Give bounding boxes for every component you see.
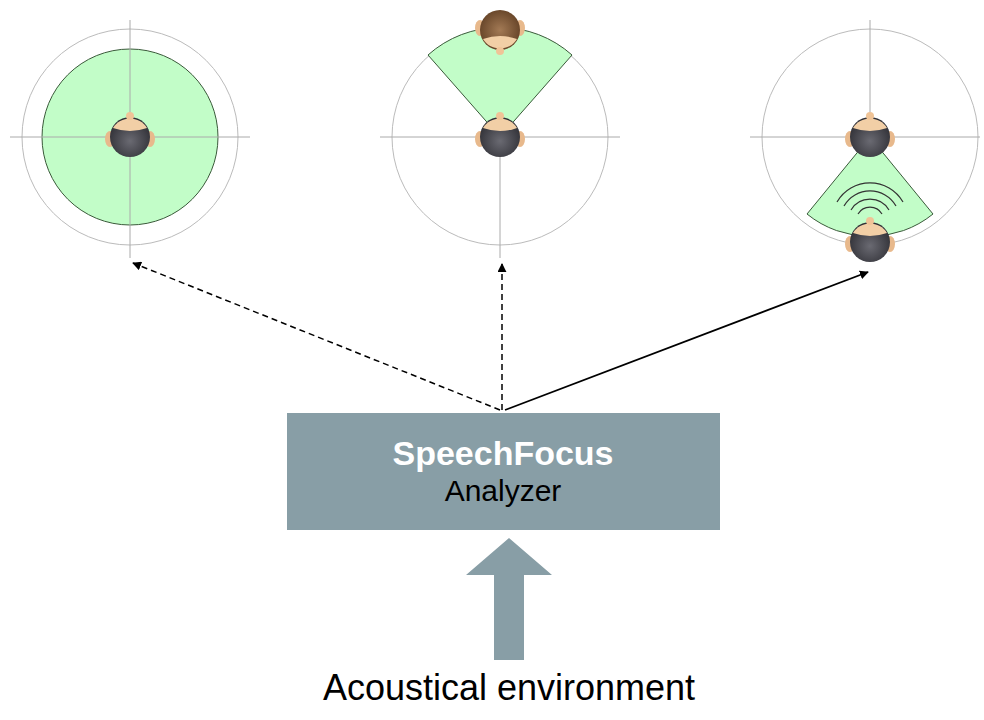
input-label: Acoustical environment <box>323 667 695 709</box>
analyzer-box: SpeechFocusAnalyzer <box>287 413 720 530</box>
back-pattern <box>750 20 980 262</box>
box-title: SpeechFocus <box>392 433 613 474</box>
front-pattern <box>380 10 620 258</box>
box-subtitle: Analyzer <box>445 473 562 509</box>
selection-arrows <box>133 263 868 410</box>
omni-pattern <box>10 20 250 258</box>
input-arrow <box>466 538 552 660</box>
